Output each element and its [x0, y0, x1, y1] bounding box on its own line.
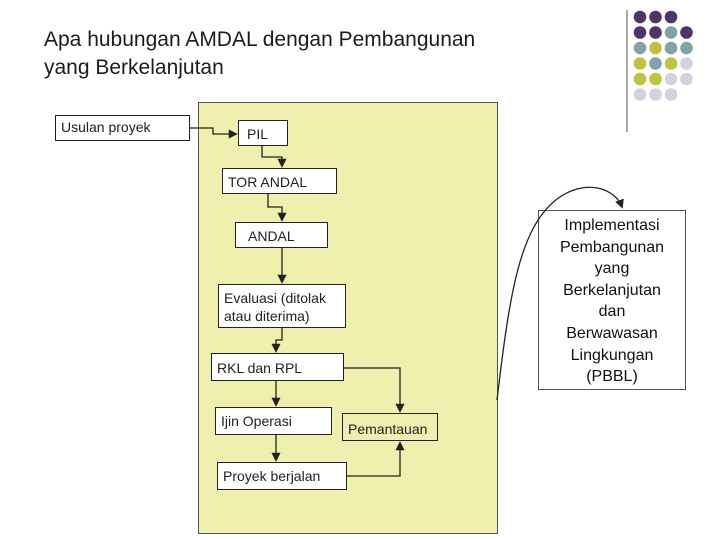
- implementasi-line: (PBBL): [586, 368, 638, 386]
- decorative-dot: [633, 72, 647, 86]
- decorative-dot: [633, 57, 647, 70]
- arrow-usulan-to-pil: [190, 127, 238, 139]
- andal-label: ANDAL: [248, 228, 295, 244]
- usulan-proyek-box: Usulan proyek: [55, 115, 190, 141]
- rkl-rpl-box: RKL dan RPL: [211, 353, 344, 381]
- decorative-dot: [633, 88, 647, 101]
- decorative-dot: [633, 26, 647, 39]
- title-line-1: Apa hubungan AMDAL dengan Pembangunan: [44, 28, 476, 51]
- decorative-dot: [649, 57, 662, 70]
- decorative-dot: [664, 88, 678, 101]
- decorative-dot: [633, 41, 647, 55]
- rkl-rpl-label: RKL dan RPL: [217, 360, 303, 376]
- decorative-dot: [680, 41, 693, 55]
- evaluasi-label-line-2: atau diterima): [224, 308, 310, 324]
- ijin-operasi-label: Ijin Operasi: [221, 413, 292, 429]
- arrow-tor-to-andal: [267, 194, 287, 222]
- arrow-proyek-to-pemantauan: [347, 441, 405, 477]
- arrow-evaluasi-to-rkl: [271, 328, 283, 353]
- decorative-dot: [680, 26, 693, 39]
- tor-andal-box: TOR ANDAL: [222, 168, 337, 194]
- proyek-berjalan-box: Proyek berjalan: [217, 462, 347, 490]
- pil-label: PIL: [247, 126, 269, 142]
- decorative-dot: [633, 10, 647, 24]
- evaluasi-box: Evaluasi (ditolak atau diterima): [218, 284, 346, 328]
- implementasi-line: yang: [594, 260, 630, 278]
- arrow-rkl-to-pemantauan: [344, 367, 405, 413]
- implementasi-pbbl-box: Implementasi Pembangunan yang Berkelanju…: [538, 210, 686, 390]
- decorative-dot: [649, 72, 662, 86]
- decorative-dot: [649, 26, 662, 39]
- decorative-dot: [649, 10, 662, 24]
- decorative-dot: [664, 72, 678, 86]
- evaluasi-label-line-1: Evaluasi (ditolak: [224, 290, 326, 306]
- arrow-pil-to-tor: [261, 146, 287, 168]
- tor-andal-label: TOR ANDAL: [228, 174, 308, 190]
- proyek-berjalan-label: Proyek berjalan: [223, 468, 321, 484]
- implementasi-line: Berwawasan: [566, 324, 658, 342]
- ijin-operasi-box: Ijin Operasi: [215, 407, 332, 435]
- decorative-dot: [680, 72, 693, 86]
- implementasi-line: Implementasi: [564, 217, 660, 234]
- decorative-dot: [649, 88, 662, 101]
- decorative-dot: [680, 57, 693, 70]
- pemantauan-label: Pemantauan: [348, 421, 428, 437]
- pil-box: PIL: [238, 120, 288, 146]
- decorative-dot: [649, 41, 662, 55]
- decorative-dot: [664, 57, 678, 70]
- implementasi-line: dan: [598, 303, 626, 321]
- implementasi-line: Lingkungan: [570, 346, 654, 364]
- usulan-proyek-label: Usulan proyek: [61, 119, 151, 135]
- title-line-2: yang Berkelanjutan: [44, 56, 224, 79]
- andal-box: ANDAL: [235, 222, 328, 248]
- pemantauan-box: Pemantauan: [342, 413, 438, 441]
- decorative-dot: [664, 41, 678, 55]
- implementasi-line: Berkelanjutan: [563, 281, 661, 299]
- slide-title: Apa hubungan AMDAL dengan Pembangunan ya…: [44, 26, 604, 82]
- decorative-dot: [664, 26, 678, 39]
- implementasi-line: Pembangunan: [559, 238, 665, 256]
- arrow-panel-to-pbbl: [496, 186, 624, 401]
- decorative-dot: [664, 10, 678, 24]
